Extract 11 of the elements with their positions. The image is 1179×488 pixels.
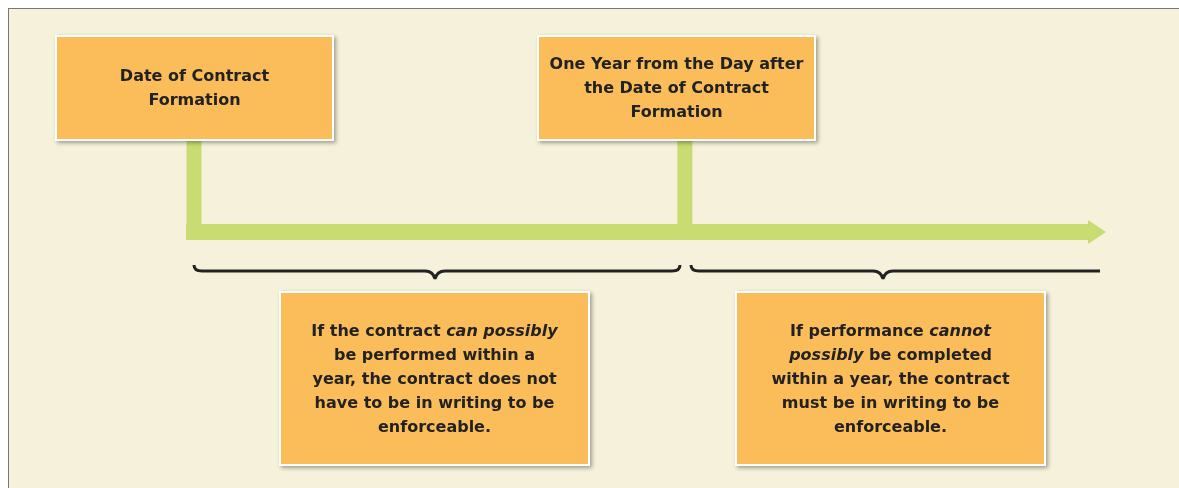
- connector-line: [677, 141, 693, 224]
- connector-line: [186, 141, 202, 224]
- date-box: [55, 35, 334, 141]
- note-box: [279, 291, 590, 466]
- date-box: [537, 35, 816, 141]
- date-label: Date of Contract Formation: [118, 65, 271, 111]
- date-label: One Year from the Day after the Date of Contract Formation: [548, 53, 805, 123]
- note-text: If performance cannot possibly be completed within a year, the contract must be in writing to be enforceable.: [770, 319, 1011, 438]
- timeline-arrow: [186, 220, 1106, 244]
- note-text: If the contract can possibly be performed within a year, the contract does not have to be in writing to be enforceable.: [310, 319, 559, 438]
- note-box: [735, 291, 1046, 466]
